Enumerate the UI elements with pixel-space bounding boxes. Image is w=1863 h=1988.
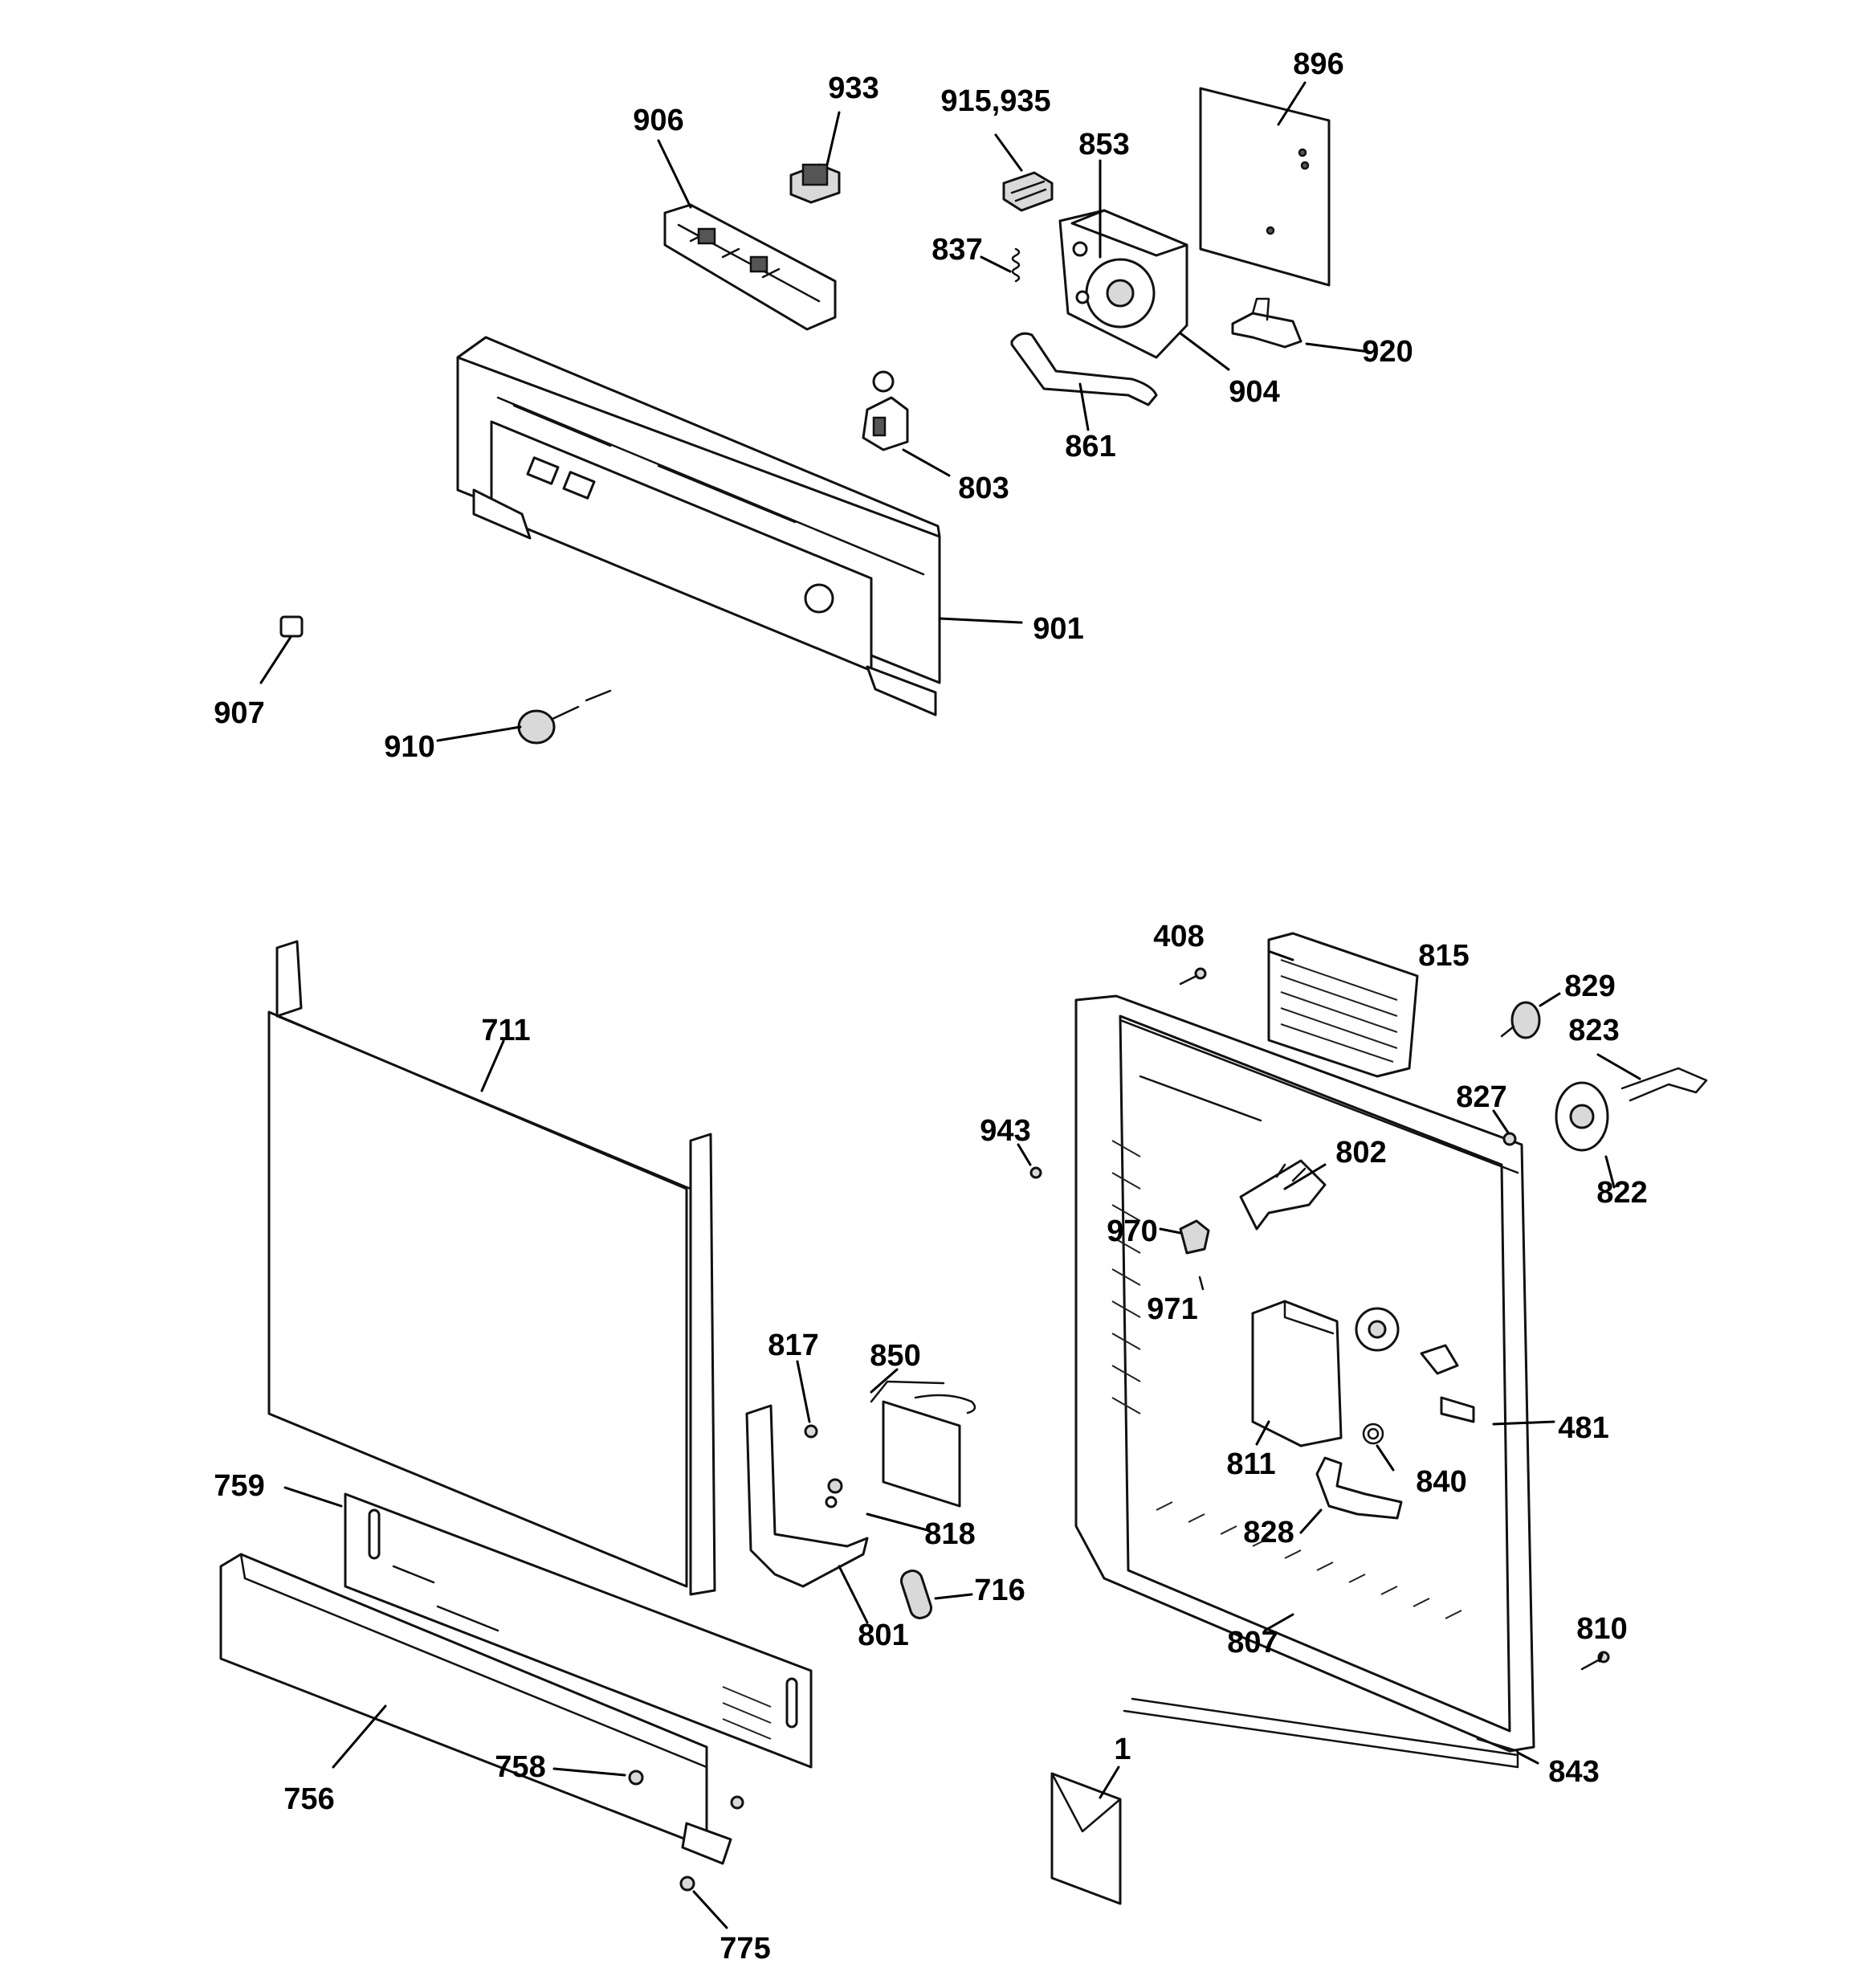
callout-481: 481 (1558, 1411, 1608, 1445)
part-828-lever (1315, 1456, 1403, 1520)
callout-408: 408 (1153, 920, 1204, 953)
callout-803: 803 (958, 471, 1009, 505)
part-861-lever (1010, 332, 1158, 406)
callout-971: 971 (1147, 1292, 1197, 1326)
part-970-block (1179, 1219, 1210, 1255)
part-933-connector (789, 163, 841, 204)
part-810-screw (1580, 1651, 1610, 1671)
callout-828: 828 (1243, 1516, 1294, 1549)
callout-829: 829 (1564, 970, 1615, 1003)
part-827-screw (1502, 1132, 1517, 1146)
part-829-knob (1500, 1001, 1541, 1039)
part-817-screw (804, 1424, 818, 1439)
callout-815: 815 (1418, 939, 1469, 973)
callout-907: 907 (214, 696, 264, 730)
callout-labels: 896 933 906 915,935 853 837 920 904 861 … (214, 47, 1647, 1966)
callout-758: 758 (495, 1750, 545, 1784)
callout-915-935: 915,935 (940, 84, 1050, 118)
callout-837: 837 (932, 233, 982, 267)
callout-1: 1 (1114, 1733, 1131, 1766)
part-1-literature-envelope (1050, 1772, 1122, 1905)
callout-818: 818 (924, 1517, 975, 1551)
callout-920: 920 (1362, 335, 1413, 369)
callout-904: 904 (1229, 375, 1279, 409)
part-803-switch (862, 370, 909, 451)
part-943-screw (1029, 1166, 1042, 1179)
part-408-screw (1179, 967, 1207, 986)
part-840-spring (1362, 1423, 1384, 1445)
part-843-strip (1476, 1737, 1519, 1753)
callout-756: 756 (283, 1782, 334, 1816)
part-756-toe-kick (219, 1553, 732, 1865)
part-759-kick-bracket (344, 1492, 813, 1769)
part-906-switch-bracket (663, 203, 837, 331)
callout-901: 901 (1033, 612, 1083, 646)
part-711-outer-door-panel (267, 940, 716, 1596)
callout-970: 970 (1107, 1214, 1157, 1248)
callout-759: 759 (214, 1469, 264, 1503)
part-775-screw (679, 1876, 695, 1892)
callout-827: 827 (1456, 1080, 1506, 1114)
part-481-label (1440, 1396, 1475, 1423)
part-822-dial (1555, 1081, 1609, 1152)
part-971-screw (1198, 1276, 1205, 1291)
callout-906: 906 (633, 104, 683, 137)
callout-861: 861 (1065, 430, 1115, 463)
callout-817: 817 (768, 1329, 818, 1362)
callout-943: 943 (980, 1114, 1030, 1148)
part-758-screw (628, 1770, 744, 1810)
callout-807: 807 (1227, 1626, 1278, 1659)
callout-853: 853 (1078, 128, 1129, 161)
part-801-hinge (745, 1404, 869, 1588)
callout-823: 823 (1568, 1014, 1619, 1047)
part-910-knob (517, 689, 612, 745)
part-904-timer (1058, 209, 1188, 359)
part-823-shaft (1620, 1067, 1708, 1102)
callout-840: 840 (1416, 1465, 1466, 1499)
part-815-vent (1267, 932, 1419, 1078)
part-915-935-connector (1002, 171, 1054, 212)
part-850-shield (870, 1380, 976, 1508)
callout-843: 843 (1548, 1755, 1599, 1789)
callout-801: 801 (858, 1619, 908, 1652)
part-907-button (279, 615, 304, 638)
callout-933: 933 (828, 71, 879, 105)
part-901-control-panel (456, 336, 941, 716)
callout-850: 850 (870, 1339, 920, 1373)
callout-910: 910 (384, 730, 434, 764)
callout-716: 716 (974, 1574, 1025, 1607)
callout-896: 896 (1293, 47, 1343, 81)
part-837-spring (1011, 247, 1021, 283)
part-896-cover-plate (1199, 87, 1331, 287)
callout-810: 810 (1576, 1612, 1627, 1646)
callout-811: 811 (1226, 1447, 1275, 1481)
part-811-dispenser (1251, 1300, 1459, 1447)
callout-775: 775 (720, 1932, 770, 1966)
part-716-pad (899, 1570, 933, 1619)
callout-802: 802 (1335, 1136, 1386, 1170)
callout-822: 822 (1596, 1176, 1647, 1210)
part-920-clip (1231, 297, 1302, 349)
callout-711: 711 (481, 1014, 530, 1047)
leader-lines (259, 81, 1641, 1929)
